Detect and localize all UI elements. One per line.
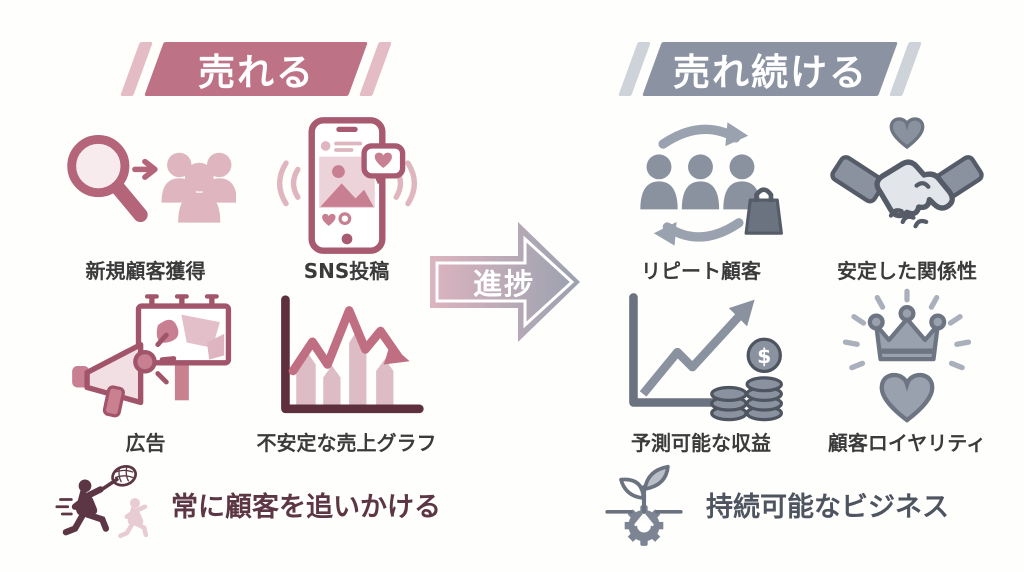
feature-label: 顧客ロイヤリティ — [827, 431, 987, 455]
feature-sns-posting: SNS投稿 — [246, 116, 447, 288]
left-summary-text: 常に顧客を追いかける — [171, 491, 441, 523]
feature-new-customers: 新規顧客獲得 — [45, 116, 246, 288]
banner-title-left: 売れる — [197, 51, 315, 94]
feature-advertising: 広告 — [45, 288, 246, 460]
banner-keep-selling: 売れ続ける — [618, 42, 922, 96]
banner-title-right: 売れ続ける — [672, 51, 868, 94]
magnifier-to-people-icon — [45, 116, 246, 255]
feature-label: SNS投稿 — [303, 259, 390, 283]
right-summary: 持続可能なビジネス — [598, 460, 949, 548]
smartphone-sns-icon — [246, 116, 447, 255]
right-arrow-icon — [430, 222, 580, 342]
repeat-customers-icon — [598, 115, 804, 255]
banner-body: 売れ続ける — [642, 42, 898, 96]
feature-label: 広告 — [125, 431, 166, 455]
right-summary-text: 持続可能なビジネス — [706, 491, 949, 523]
right-feature-grid: リピート顧客 安定した関係性 — [598, 116, 1010, 460]
chasing-customer-icon — [55, 461, 155, 547]
feature-customer-loyalty: 顧客ロイヤリティ — [804, 288, 1010, 460]
growth-chart-coins-icon: $ — [598, 288, 804, 427]
feature-label: リピート顧客 — [641, 259, 761, 283]
feature-unstable-graph: 不安定な売上グラフ — [246, 288, 447, 460]
feature-label: 安定した関係性 — [837, 259, 977, 283]
feature-label: 不安定な売上グラフ — [256, 431, 437, 455]
progress-arrow-label: 進捗 — [472, 267, 535, 301]
feature-predictable-revenue: $ 予測可能な収益 — [598, 288, 804, 460]
plant-gear-icon — [598, 461, 690, 547]
unstable-sales-graph-icon — [246, 288, 447, 427]
progress-arrow: 進捗 — [428, 212, 584, 352]
crown-heart-icon — [804, 287, 1010, 427]
feature-label: 予測可能な収益 — [631, 431, 771, 455]
banner-selling: 売れる — [120, 42, 392, 96]
handshake-heart-icon — [804, 111, 1010, 255]
banner-body: 売れる — [144, 42, 368, 96]
svg-text:$: $ — [757, 343, 771, 367]
left-feature-grid: 新規顧客獲得 — [45, 116, 447, 460]
megaphone-billboard-icon — [45, 288, 246, 427]
feature-stable-relationships: 安定した関係性 — [804, 116, 1010, 288]
feature-repeat-customers: リピート顧客 — [598, 116, 804, 288]
feature-label: 新規顧客獲得 — [85, 259, 206, 283]
left-summary: 常に顧客を追いかける — [55, 460, 441, 548]
